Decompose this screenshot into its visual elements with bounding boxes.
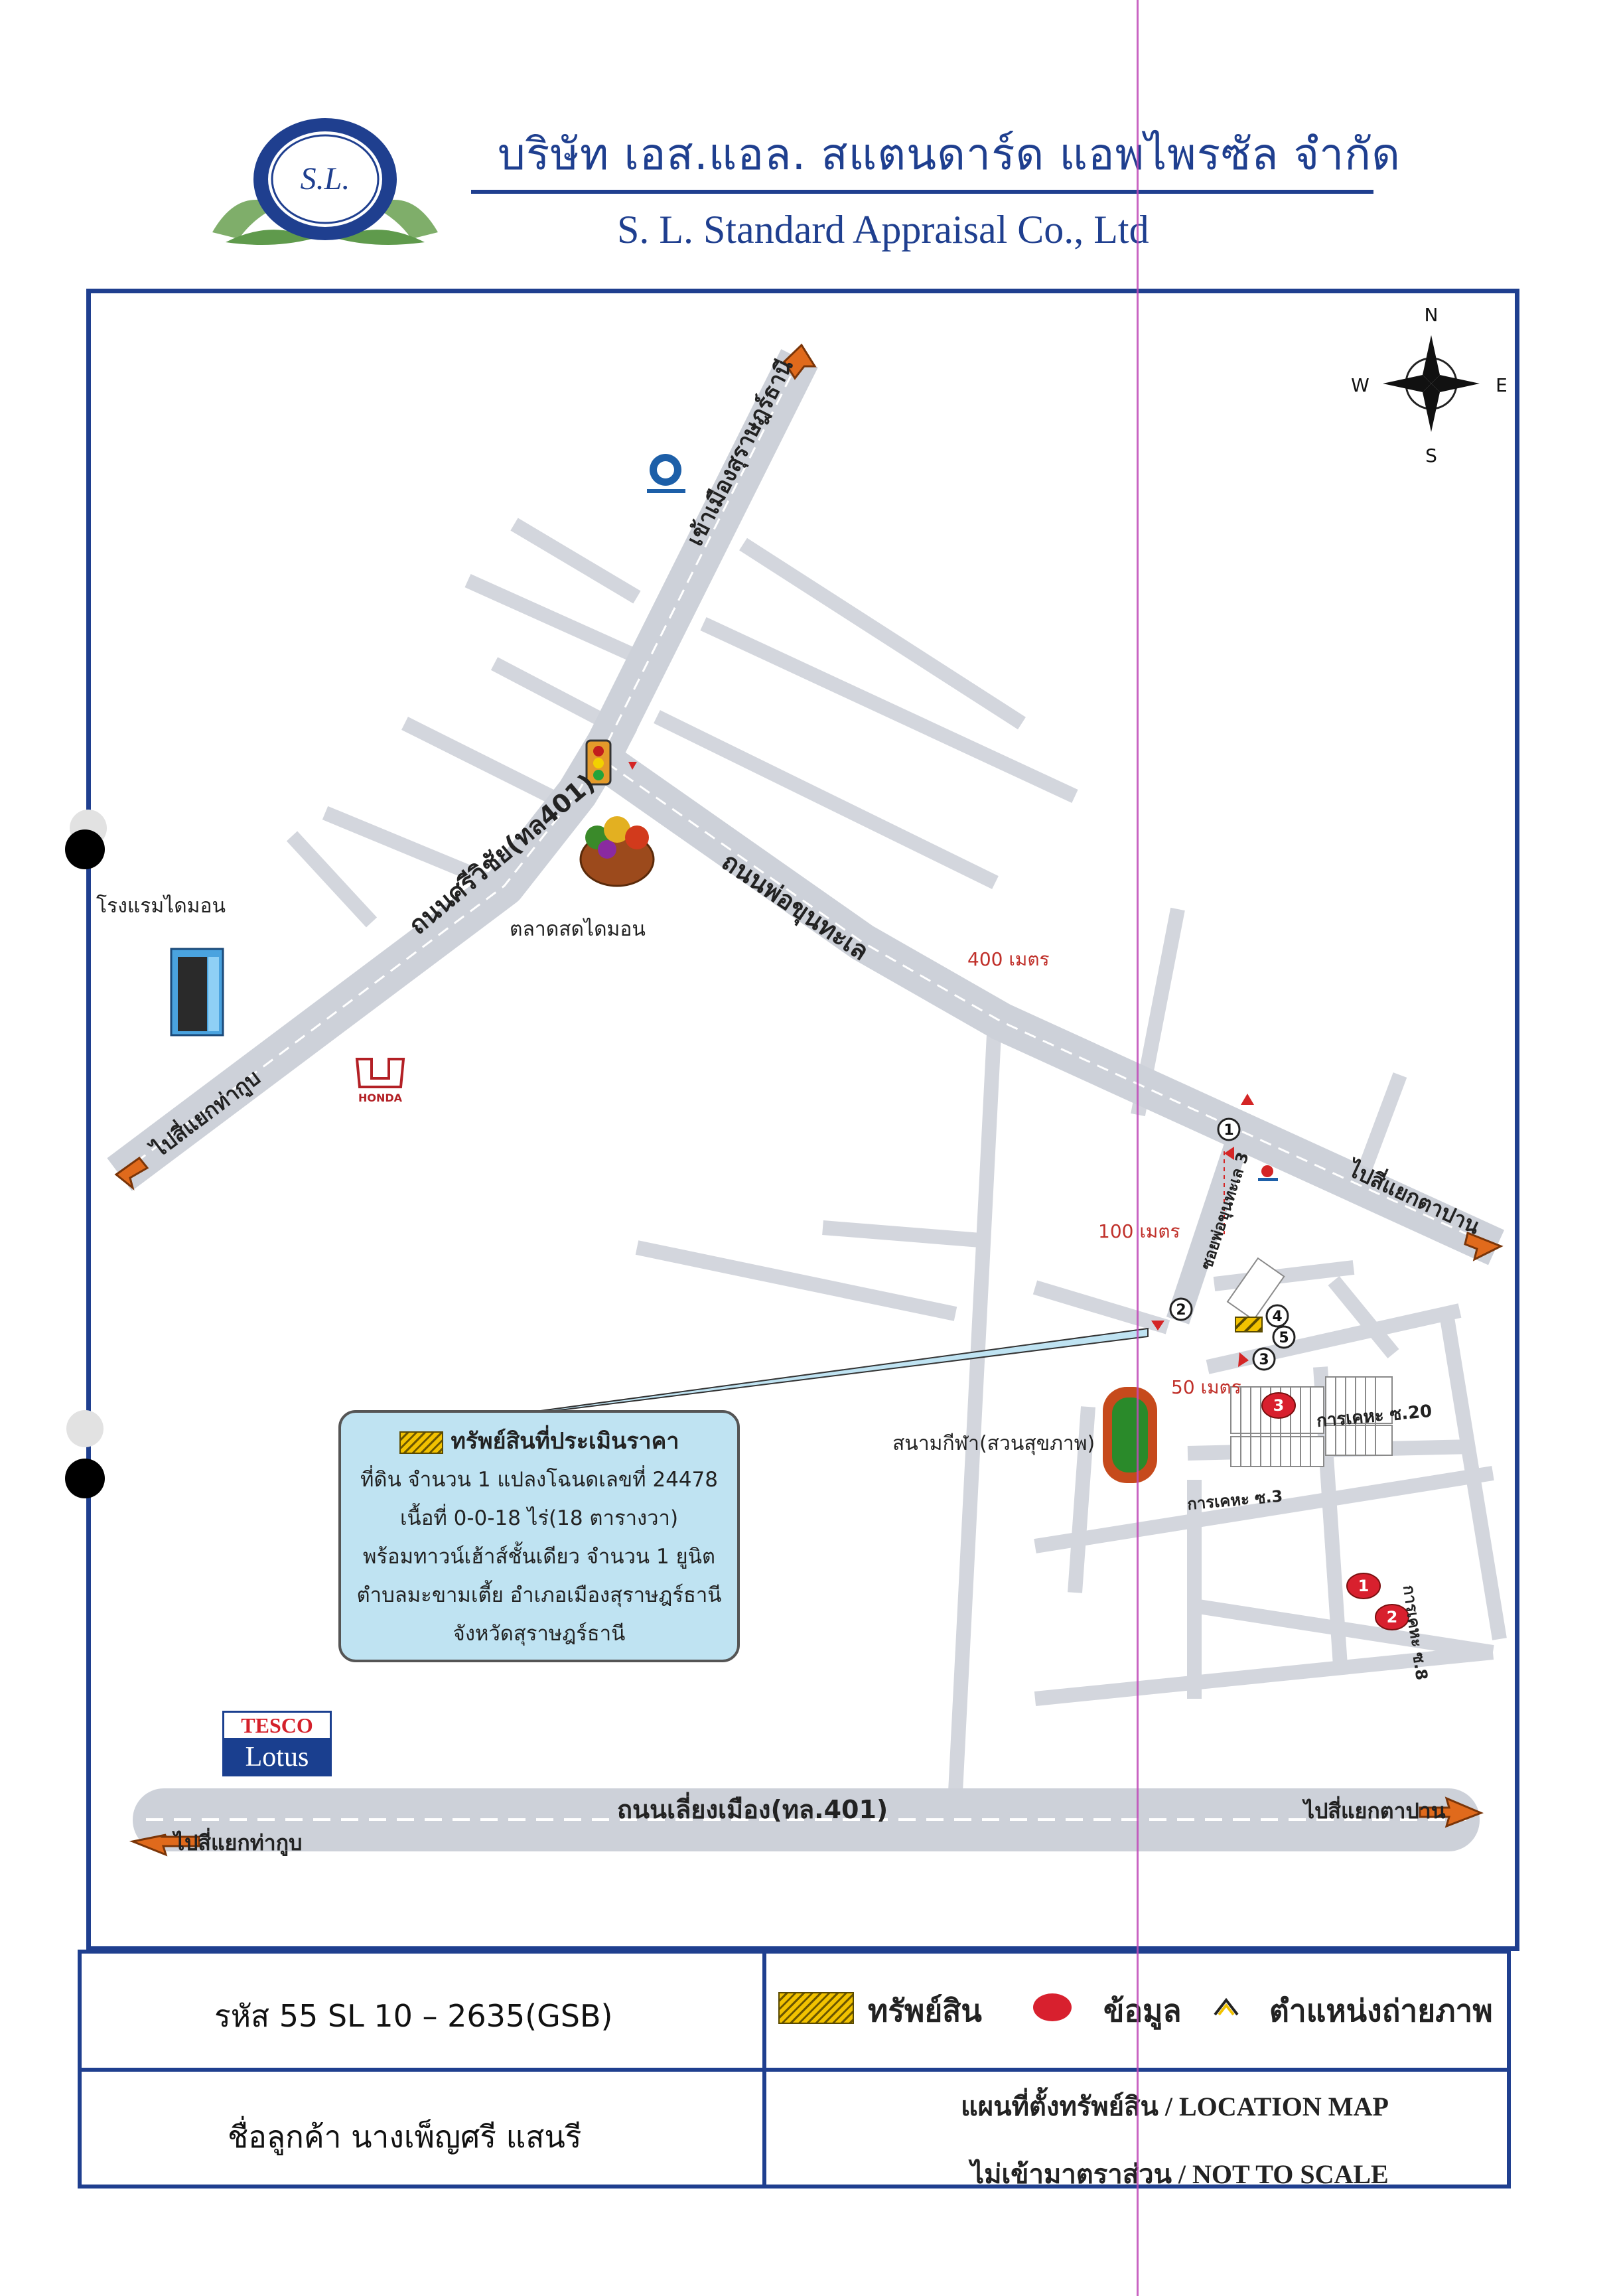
legend-comparable-label: ข้อมูล (1103, 1993, 1182, 2029)
header: S.L. บริษัท เอส.แอล. สแตนดาร์ด แอพไพรซัล… (0, 0, 1615, 279)
property-hatch-swatch (399, 1431, 443, 1454)
label-distance-400: 400 เมตร (967, 948, 1050, 970)
svg-text:S: S (1425, 445, 1437, 466)
tesco-lotus-logo: TESCO Lotus (222, 1711, 332, 1784)
legend-photo-label: ตำแหน่งถ่ายภาพ (1269, 1993, 1493, 2029)
customer-name: ชื่อลูกค้า นางเพ็ญศรี แสนรี (228, 2119, 582, 2155)
photo-point-markers (1169, 1117, 1296, 1371)
building-marker-icon (1258, 1165, 1278, 1181)
tesco-text: TESCO (222, 1711, 332, 1738)
info-title: ทรัพย์สินที่ประเมินราคา (451, 1428, 679, 1455)
map-title: แผนที่ตั้งทรัพย์สิน / LOCATION MAP (961, 2092, 1389, 2121)
svg-text:2: 2 (1387, 1608, 1398, 1626)
label-liang-muang: ถนนเลี่ยงเมือง(ทล.401) (617, 1792, 888, 1824)
label-market: ตลาดสดไดมอน (510, 917, 646, 941)
punch-hole-ghost (66, 1410, 104, 1447)
job-code: รหัส 55 SL 10 – 2635(GSB) (214, 1998, 613, 2034)
bank-logo-icon (647, 454, 685, 493)
legend-property-label: ทรัพย์สิน (868, 1993, 982, 2029)
road-bypass (133, 1788, 1480, 1851)
scan-line-artifact (1137, 0, 1139, 2296)
company-name-english: S. L. Standard Appraisal Co., Ltd (617, 208, 1149, 251)
map-frame (86, 289, 1519, 1951)
header-divider (471, 190, 1373, 194)
label-stadium: สนามกีฬา(สวนสุขภาพ) (892, 1432, 1095, 1456)
svg-text:N: N (1425, 304, 1439, 326)
svg-text:4: 4 (1272, 1309, 1282, 1325)
lotus-text: Lotus (222, 1738, 332, 1776)
scale-note: ไม่เข้ามาตราส่วน / NOT TO SCALE (971, 2159, 1389, 2189)
svg-text:E: E (1496, 374, 1508, 396)
subject-property-marker (1235, 1317, 1263, 1332)
punch-hole (65, 1459, 105, 1498)
info-table: รหัส 55 SL 10 – 2635(GSB) ชื่อลูกค้า นาง… (78, 1950, 1511, 2189)
info-title-row: ทรัพย์สินที่ประเมินราคา (341, 1422, 737, 1461)
label-to-thakub-lower: ไปสี่แยกท่ากูบ (172, 1828, 302, 1857)
svg-text:W: W (1351, 374, 1369, 396)
property-info-callout: ทรัพย์สินที่ประเมินราคา ที่ดิน จำนวน 1 แ… (338, 1410, 740, 1662)
road-soi3 (1166, 1137, 1249, 1325)
label-to-tapan-lower: ไปสี่แยกตาปาน (1302, 1796, 1446, 1824)
logo-text: S.L. (301, 161, 350, 196)
road-sriwichai (107, 349, 818, 1191)
table-horizontal-divider (82, 2068, 1507, 2072)
svg-text:1: 1 (1358, 1577, 1369, 1595)
label-distance-50: 50 เมตร (1171, 1376, 1241, 1398)
distance-arrows (1151, 1094, 1254, 1367)
label-distance-100: 100 เมตร (1098, 1220, 1180, 1242)
svg-text:3: 3 (1259, 1352, 1269, 1368)
honda-logo-icon (355, 1058, 405, 1088)
info-line-4: ตำบลมะขามเตี้ย อำเภอเมืองสุราษฎร์ธานี (356, 1583, 722, 1607)
svg-text:1: 1 (1224, 1122, 1233, 1139)
hotel-building-icon (170, 948, 224, 1037)
label-phokhun: ถนนพ่อขุนทะเล (716, 847, 874, 968)
legend-comparable-swatch (1033, 1993, 1072, 2021)
info-line-2: เนื้อที่ 0-0-18 ไร่(18 ตารางวา) (399, 1506, 679, 1530)
legend-property-swatch (778, 1992, 854, 2024)
traffic-light-icon (585, 739, 612, 786)
label-honda: HONDA (358, 1092, 403, 1104)
photo-position-icon (1214, 1997, 1239, 2016)
market-basket-icon (579, 816, 655, 887)
label-hotel: โรงแรมไดมอน (96, 894, 226, 918)
label-to-thakub-upper: ไปสี่แยกท่ากูบ (144, 1062, 265, 1164)
callout-pointer (530, 1327, 1149, 1413)
comparable-markers (1261, 1392, 1409, 1630)
company-name-thai: บริษัท เอส.แอล. สแตนดาร์ด แอพไพรซัล จำกั… (498, 129, 1401, 180)
info-line-3: พร้อมทาวน์เฮ้าส์ชั้นเดียว จำนวน 1 ยูนิต (362, 1545, 716, 1569)
townhouse-blocks (1226, 1257, 1393, 1467)
road-end-arrows (114, 343, 1504, 1857)
stadium-icon (1103, 1387, 1157, 1483)
info-line-1: ที่ดิน จำนวน 1 แปลงโฉนดเลขที่ 24478 (360, 1468, 718, 1492)
compass-rose-icon: N S W E (1351, 304, 1508, 466)
company-logo: S.L. (212, 118, 438, 245)
svg-text:2: 2 (1176, 1302, 1186, 1319)
punch-hole (65, 829, 105, 869)
info-line-5: จังหวัดสุราษฎร์ธานี (453, 1622, 626, 1646)
svg-text:3: 3 (1273, 1396, 1285, 1415)
svg-text:5: 5 (1279, 1330, 1289, 1346)
